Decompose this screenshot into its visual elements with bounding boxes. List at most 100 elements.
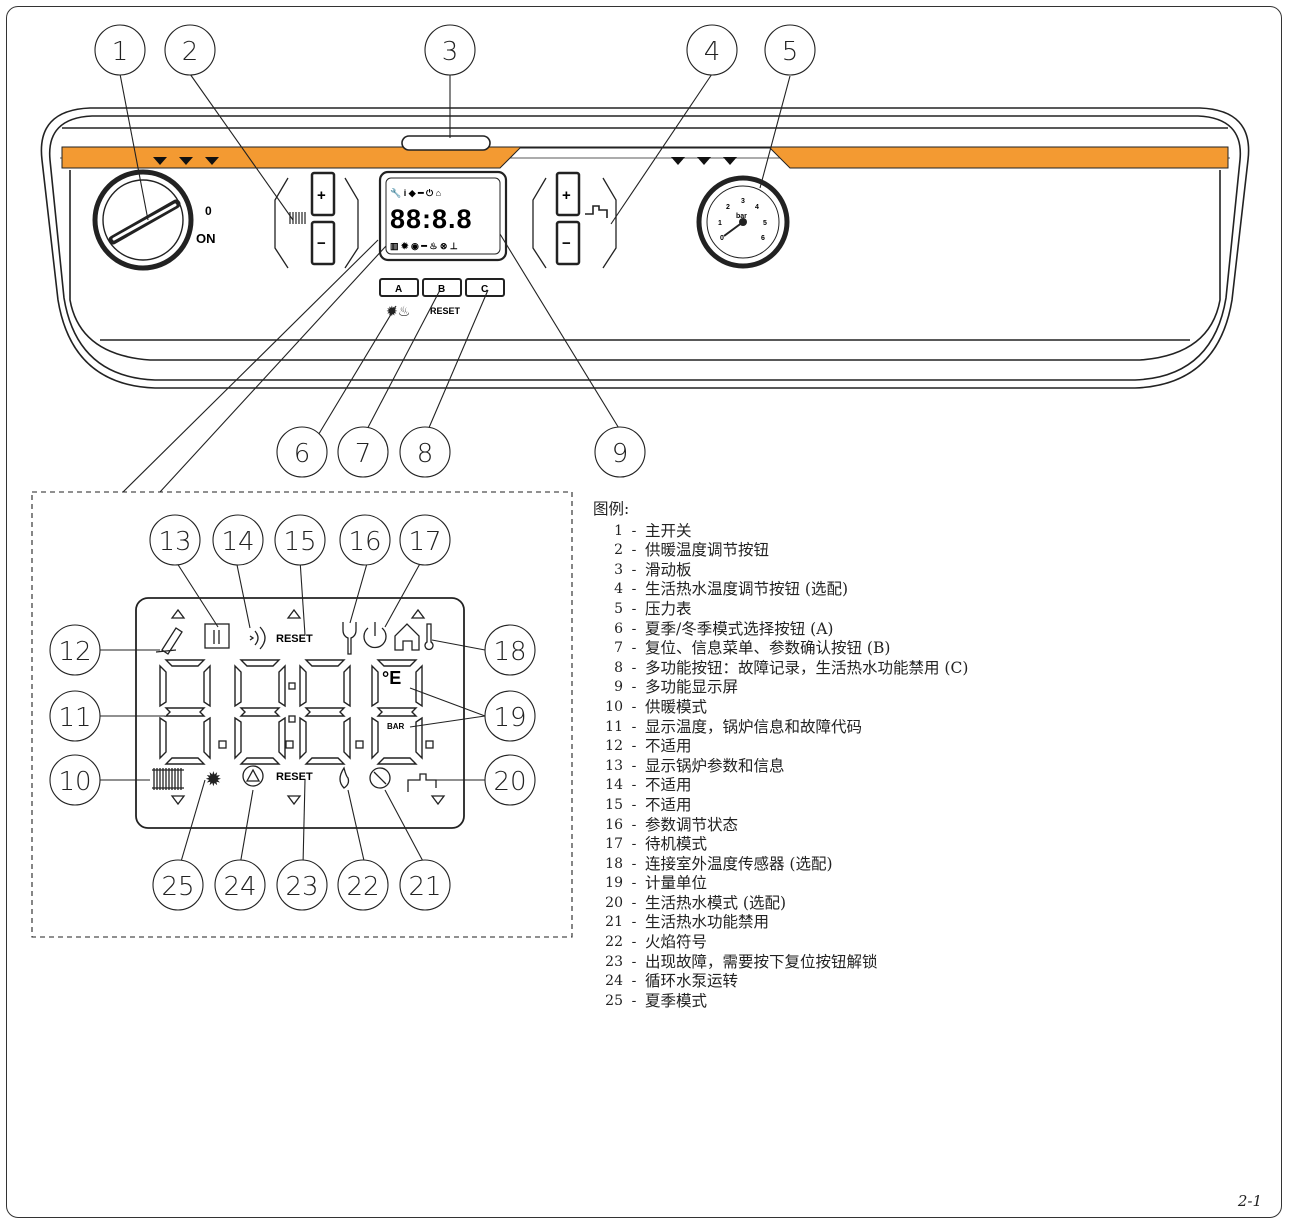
dhw-adjust-group [532, 177, 617, 269]
legend-item-text: 参数调节状态 [645, 815, 739, 834]
legend-item-text: 显示温度，锅炉信息和故障代码 [645, 717, 863, 736]
legend-item-text: 主开关 [645, 521, 692, 540]
legend-item-number: 15 [605, 796, 623, 813]
svg-text:12: 12 [58, 637, 91, 667]
legend-item-separator: - [631, 796, 637, 813]
info-icon [204, 623, 230, 649]
slide-plate[interactable] [401, 135, 491, 151]
svg-text:5: 5 [782, 37, 799, 67]
button-a[interactable]: A [379, 278, 419, 297]
legend-item-text: 循环水泵运转 [645, 972, 739, 991]
legend-item-number: 6 [614, 620, 623, 637]
heating-plus-button[interactable]: + [310, 171, 336, 217]
legend-item-number: 19 [605, 875, 623, 892]
legend-item-text: 不适用 [645, 737, 692, 756]
tap-icon [585, 205, 608, 218]
svg-text:3: 3 [741, 198, 745, 205]
legend-item-number: 12 [605, 738, 623, 755]
legend-item-number: 24 [605, 973, 623, 990]
dhw-minus-button[interactable]: − [555, 220, 581, 266]
wrench-icon [342, 622, 357, 655]
callout-numbers: 1 2 3 4 5 6 7 8 9 10 11 12 13 14 15 16 1… [58, 37, 798, 902]
svg-text:21: 21 [408, 872, 441, 902]
legend-item-separator: - [631, 757, 637, 774]
legend-item: 1-主开关 [593, 522, 968, 542]
svg-text:7: 7 [355, 439, 372, 469]
main-switch[interactable] [92, 169, 194, 271]
svg-text:1: 1 [112, 37, 129, 67]
radiator-lcd-icon [152, 768, 184, 790]
legend-item-number: 10 [605, 698, 623, 715]
legend-item: 20-生活热水模式 (选配) [593, 894, 968, 914]
legend-item-separator: - [631, 600, 637, 617]
legend-item: 9-多功能显示屏 [593, 678, 968, 698]
legend-item-separator: - [631, 620, 637, 637]
legend-item: 25-夏季模式 [593, 992, 968, 1012]
svg-text:4: 4 [704, 37, 721, 67]
legend-item-text: 多功能按钮：故障记录，生活热水功能禁用 (C) [645, 658, 969, 677]
switch-off-label: 0 [205, 204, 212, 218]
legend-item-separator: - [631, 581, 637, 598]
legend-item-number: 5 [614, 600, 623, 617]
power-icon [363, 622, 387, 649]
summer-winter-icon: ✹♨ [386, 304, 410, 320]
button-c[interactable]: C [465, 278, 505, 297]
down-triangle-c [430, 795, 446, 806]
svg-text:1: 1 [718, 220, 722, 227]
legend-item: 14-不适用 [593, 776, 968, 796]
legend-item-number: 13 [605, 757, 623, 774]
svg-text:11: 11 [58, 703, 91, 733]
unit-bar: BAR [387, 722, 405, 731]
svg-text:C: C [481, 284, 488, 295]
legend-item: 2-供暖温度调节按钮 [593, 541, 968, 561]
panel-housing [40, 107, 1250, 389]
figure-label: 2-1 [1237, 1192, 1262, 1210]
legend-item: 7-复位、信息菜单、参数确认按钮 (B) [593, 639, 968, 659]
legend-item-separator: - [631, 875, 637, 892]
legend-item-number: 25 [605, 992, 623, 1009]
house-icon [394, 623, 420, 651]
button-b[interactable]: B [422, 278, 462, 297]
legend-item-text: 生活热水功能禁用 [645, 913, 770, 932]
legend-item-text: 出现故障，需要按下复位按钮解锁 [645, 952, 878, 971]
svg-text:9: 9 [612, 439, 629, 469]
seven-segment-digits [159, 659, 434, 765]
dhw-plus-button[interactable]: + [555, 171, 581, 217]
heating-minus-button[interactable]: − [310, 220, 336, 266]
legend-item-separator: - [631, 718, 637, 735]
legend-item-number: 8 [614, 659, 623, 676]
svg-text:A: A [395, 284, 402, 295]
legend-item-separator: - [631, 679, 637, 696]
svg-text:23: 23 [285, 872, 318, 902]
legend-item-number: 4 [614, 581, 623, 598]
svg-text:−: − [317, 235, 326, 252]
legend-title: 图例: [593, 500, 630, 518]
legend-item-text: 显示锅炉参数和信息 [645, 756, 785, 775]
legend-item-separator: - [631, 522, 637, 539]
display-detail-box [31, 491, 573, 938]
legend-item-text: 滑动板 [645, 560, 692, 579]
svg-text:▥ ✹ ◉ ━ ♨ ⊗ ⊥: ▥ ✹ ◉ ━ ♨ ⊗ ⊥ [390, 241, 458, 251]
legend-item: 11-显示温度，锅炉信息和故障代码 [593, 718, 968, 738]
sun-icon: ✹ [205, 767, 222, 791]
legend-item: 24-循环水泵运转 [593, 972, 968, 992]
legend-item-number: 9 [614, 679, 623, 696]
svg-text:5: 5 [763, 220, 767, 227]
legend-item-text: 计量单位 [645, 874, 708, 893]
svg-text:🔧 i ◆ ━ ⏻ ⌂: 🔧 i ◆ ━ ⏻ ⌂ [390, 187, 441, 198]
legend-item-number: 3 [614, 561, 623, 578]
svg-text:3: 3 [442, 37, 459, 67]
legend-item-text: 连接室外温度传感器 (选配) [645, 854, 833, 873]
legend-item-number: 20 [605, 894, 623, 911]
svg-text:10: 10 [58, 767, 91, 797]
legend-item-number: 2 [614, 542, 623, 559]
svg-text:2: 2 [182, 37, 199, 67]
legend-item-text: 不适用 [645, 776, 692, 795]
legend-item-separator: - [631, 698, 637, 715]
legend-item-separator: - [631, 992, 637, 1009]
legend-item-separator: - [631, 953, 637, 970]
legend-item-separator: - [631, 894, 637, 911]
legend-item: 3-滑动板 [593, 561, 968, 581]
